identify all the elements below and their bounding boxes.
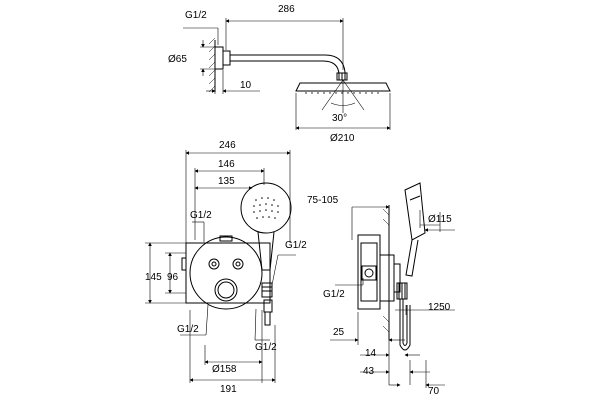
label-top-angle: 30° [332, 113, 347, 124]
label-top-10: 10 [240, 80, 252, 91]
label-191: 191 [220, 384, 237, 395]
hand-shower-nozzles [253, 197, 279, 219]
label-96: 96 [167, 272, 179, 283]
front-view: 246 146 135 G1/2 G1/2 145 96 G1/2 G1/2 Ø… [145, 140, 307, 395]
hand-shower-side [404, 182, 426, 241]
thermostat-knob [214, 278, 238, 302]
label-top-dia65: Ø65 [168, 54, 187, 65]
label-g12-bottom-left: G1/2 [177, 324, 199, 335]
label-146: 146 [218, 159, 235, 170]
overhead-shower-view: G1/2 286 Ø65 10 30° Ø210 [168, 4, 391, 144]
wall-hatch-top [208, 37, 216, 93]
trim-plate [189, 236, 263, 310]
hand-shower-head [240, 182, 292, 234]
label-top-dia210: Ø210 [330, 133, 355, 144]
wall-outlet [261, 282, 273, 298]
label-70: 70 [428, 386, 440, 397]
button-right [232, 258, 244, 270]
label-top-286: 286 [278, 4, 295, 15]
label-r-g12: G1/2 [323, 289, 345, 300]
installation-box [185, 242, 271, 304]
label-g12-right: G1/2 [285, 240, 307, 251]
wall-hatch-side [382, 208, 390, 333]
label-g12-left: G1/2 [190, 210, 212, 221]
side-view: 75-105 Ø115 G1/2 1250 25 14 43 70 [307, 182, 455, 397]
label-75-105: 75-105 [307, 195, 339, 206]
button-left [208, 258, 220, 270]
hose [399, 299, 411, 351]
label-43: 43 [363, 366, 375, 377]
label-dia158: Ø158 [212, 364, 237, 375]
flange-collar [222, 50, 231, 66]
shower-arm-top [230, 54, 346, 75]
wall-flange [214, 46, 224, 70]
label-14: 14 [365, 348, 377, 359]
label-246: 246 [219, 140, 236, 151]
label-g12-bottom-right: G1/2 [255, 342, 277, 353]
shower-nozzles [305, 92, 379, 94]
label-top-g12: G1/2 [185, 10, 207, 21]
label-1250: 1250 [428, 302, 451, 313]
label-dia115: Ø115 [428, 214, 452, 225]
label-25: 25 [333, 327, 345, 338]
shower-arm-bottom [230, 60, 340, 75]
label-135: 135 [218, 176, 235, 187]
hand-shower-handle [257, 231, 275, 271]
label-145: 145 [145, 272, 162, 283]
